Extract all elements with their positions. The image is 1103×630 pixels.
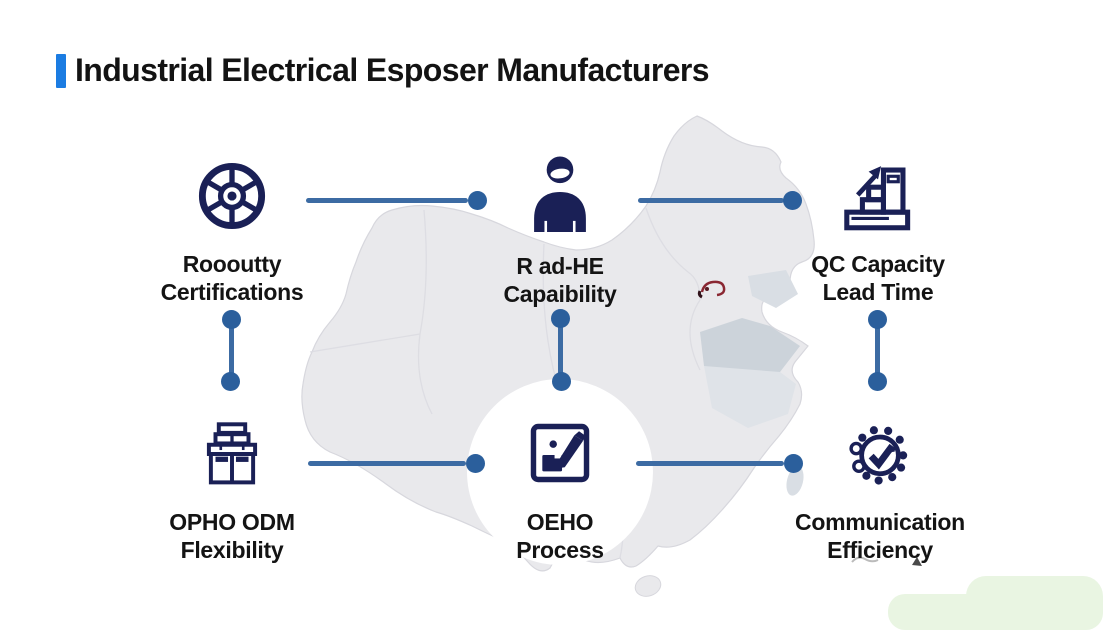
feature-qc-capacity: QC Capacity Lead Time bbox=[758, 156, 998, 306]
feature-label-line1: QC Capacity bbox=[811, 251, 945, 277]
feature-label-line1: R ad-HE bbox=[516, 253, 604, 279]
connector-top-left-dot bbox=[468, 191, 487, 210]
title-accent-bar bbox=[56, 53, 66, 88]
feature-label-line2: Process bbox=[516, 537, 604, 563]
green-blob bbox=[888, 576, 1103, 630]
checklist-pen-icon bbox=[530, 423, 590, 483]
connector-top-left-line bbox=[306, 198, 468, 203]
map-region-liaoning bbox=[748, 270, 798, 308]
page-title: Industrial Electrical Esposer Manufactur… bbox=[75, 52, 710, 88]
feature-label-line1: Roooutty bbox=[182, 251, 282, 277]
feature-oeho-process: OEHO Process bbox=[440, 418, 680, 564]
feature-label-line2: Flexibility bbox=[180, 537, 284, 563]
feature-communication: Communication Efficiency bbox=[760, 420, 1000, 564]
header: Industrial Electrical Esposer Manufactur… bbox=[56, 52, 710, 89]
connector-top-right-line bbox=[638, 198, 784, 203]
connector-vertical-middle-bottom-dot bbox=[552, 372, 571, 391]
feature-label-line2: Lead Time bbox=[822, 279, 934, 305]
certification-wheel-icon bbox=[198, 162, 266, 230]
feature-label-line2: Capaibility bbox=[503, 281, 617, 307]
map-region-shandong bbox=[700, 318, 800, 382]
feature-certifications: Roooutty Certifications bbox=[112, 158, 352, 306]
connector-bottom-left-line bbox=[308, 461, 466, 466]
feature-label-line2: Efficiency bbox=[827, 537, 933, 563]
engineer-person-icon bbox=[534, 156, 586, 232]
connector-vertical-right-bottom-dot bbox=[868, 372, 887, 391]
connector-vertical-middle-line bbox=[558, 321, 563, 378]
connector-vertical-middle-top-dot bbox=[551, 309, 570, 328]
connector-vertical-left-line bbox=[229, 322, 234, 379]
feature-label-line1: Communication bbox=[795, 509, 965, 535]
feature-capability: R ad-HE Capaibility bbox=[440, 154, 680, 308]
small-scribble-artifact bbox=[851, 556, 879, 563]
feature-label-line1: OEHO bbox=[526, 509, 594, 535]
connector-top-right-dot bbox=[783, 191, 802, 210]
red-scribble-marker bbox=[697, 280, 726, 299]
connector-bottom-right-dot bbox=[784, 454, 803, 473]
connector-bottom-left-dot bbox=[466, 454, 485, 473]
map-island-hainan bbox=[634, 575, 662, 597]
map-region-jiangsu bbox=[704, 366, 796, 428]
connector-vertical-right-top-dot bbox=[868, 310, 887, 329]
connector-vertical-right-line bbox=[875, 322, 880, 379]
feature-label-line1: OPHO ODM bbox=[169, 509, 295, 535]
small-tick-artifact bbox=[912, 557, 922, 566]
map-island-taiwan bbox=[786, 466, 804, 496]
white-halo-circle bbox=[467, 379, 653, 565]
connector-vertical-left-top-dot bbox=[222, 310, 241, 329]
connector-bottom-right-line bbox=[636, 461, 784, 466]
gear-check-icon bbox=[849, 426, 908, 485]
growth-stairs-icon bbox=[844, 166, 911, 231]
feature-label-line2: Certifications bbox=[160, 279, 304, 305]
connector-vertical-left-bottom-dot bbox=[221, 372, 240, 391]
factory-boxes-icon bbox=[206, 422, 258, 485]
feature-odm-flexibility: OPHO ODM Flexibility bbox=[112, 418, 352, 564]
